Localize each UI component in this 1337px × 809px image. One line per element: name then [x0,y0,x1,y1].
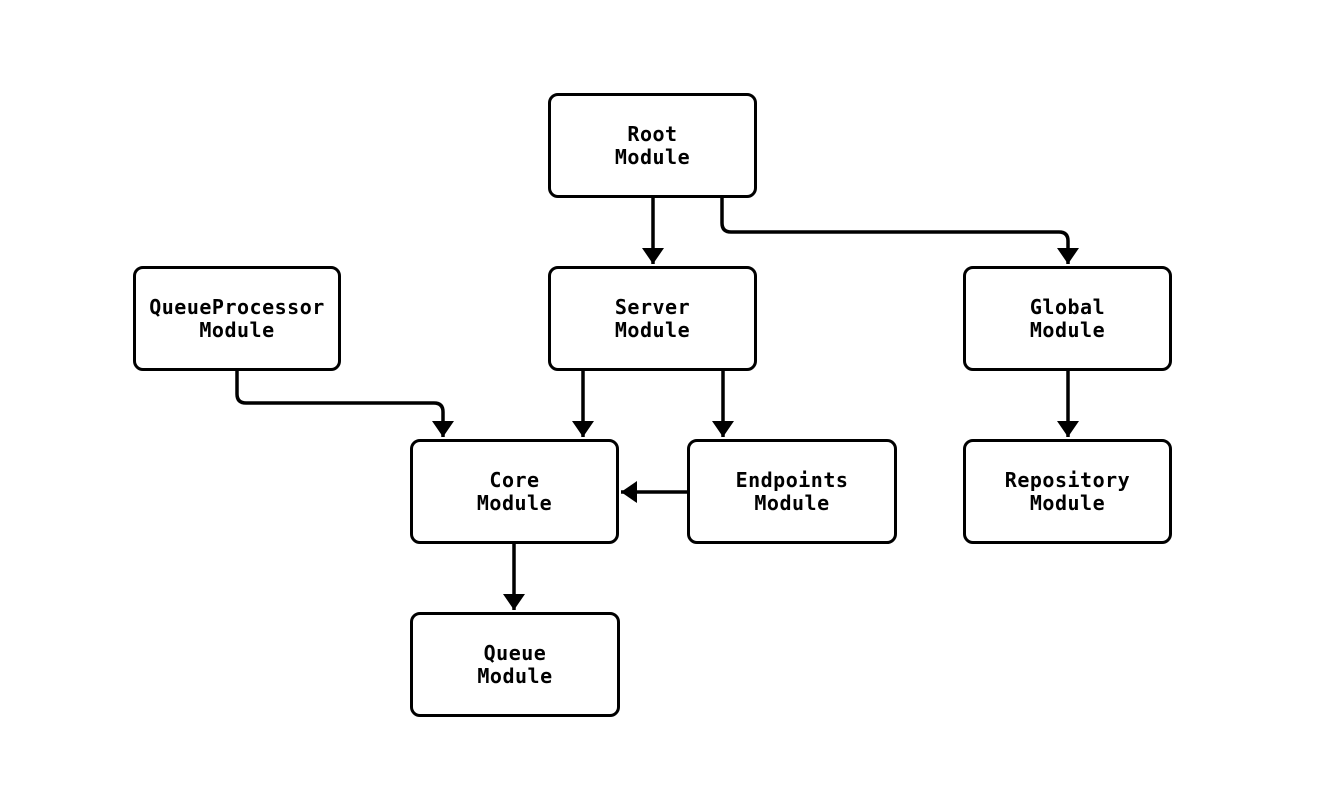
node-queueprocessor-label-line: Module [199,317,275,342]
node-queue-label-line: Queue [483,640,547,665]
node-global-label-line: Module [1029,317,1106,342]
node-endpoints-label-line: Endpoints [735,467,849,492]
node-repository-label-line: Module [1029,490,1106,515]
node-root-label-line: Root [627,121,678,146]
node-server-label-line: Server [614,294,691,319]
edge-queueprocessor-to-core [235,371,454,437]
node-root-label-line: Module [614,144,691,169]
node-repository-label-line: Repository [1004,467,1131,492]
node-queueprocessor-label-line: QueueProcessor [149,294,325,319]
node-core-label-line: Core [489,467,540,492]
node-server-label-line: Module [614,317,691,342]
node-queue-label-line: Module [477,663,553,688]
node-global-label-line: Global [1029,294,1106,319]
edge-root-to-global [720,198,1079,264]
node-core-label-line: Module [476,490,553,515]
node-endpoints-label-line: Module [754,490,830,515]
